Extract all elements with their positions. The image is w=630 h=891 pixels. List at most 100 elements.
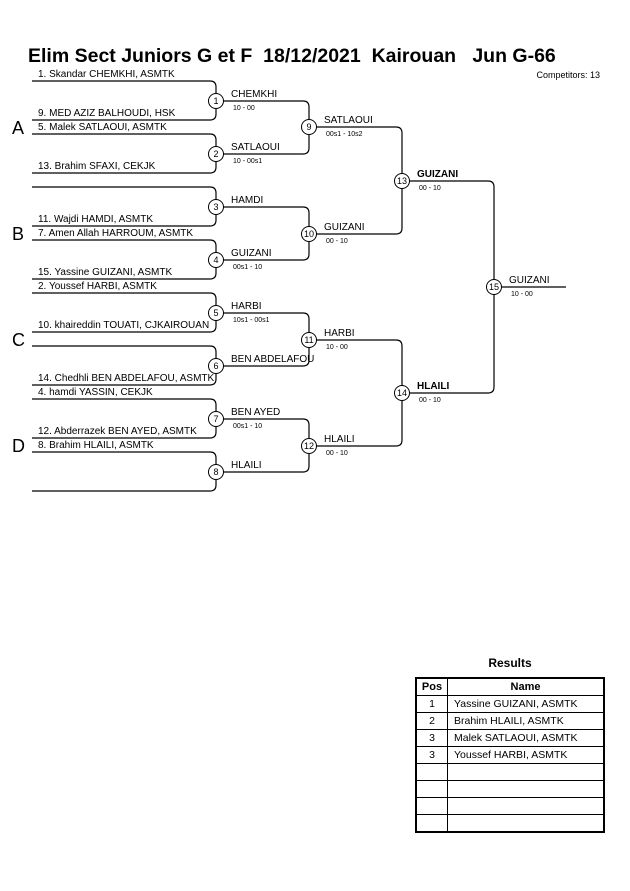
competitor-name: 13. Brahim SFAXI, CEKJK (38, 161, 156, 172)
pool-label: D (12, 436, 25, 456)
match-number-circle (301, 119, 317, 135)
match-number-circle (394, 173, 410, 189)
match-winner: GUIZANI (231, 248, 272, 259)
competitor-name: 15. Yassine GUIZANI, ASMTK (38, 267, 172, 278)
match-number-circle (301, 438, 317, 454)
match-winner: HARBI (231, 301, 262, 312)
match-number-circle (208, 358, 224, 374)
result-position (415, 797, 448, 815)
result-position (415, 780, 448, 798)
bracket-line (309, 126, 403, 235)
match-number: 12 (304, 441, 314, 451)
result-position (415, 763, 448, 781)
match-number-circle (301, 332, 317, 348)
competitor-name: 7. Amen Allah HARROUM, ASMTK (38, 228, 193, 239)
match-number: 7 (213, 414, 218, 424)
competitor-name: 10. khaireddin TOUATI, CJKAIROUAN (38, 320, 209, 331)
match-winner: SATLAOUI (324, 115, 373, 126)
competitor-name: 8. Brahim HLAILI, ASMTK (38, 440, 154, 451)
result-name (447, 797, 605, 815)
match-number-circle (208, 464, 224, 480)
competitor-count: Competitors: 13 (536, 70, 600, 80)
match-score: 00 - 10 (419, 397, 441, 404)
match-number: 8 (213, 467, 218, 477)
result-position: 2 (415, 712, 448, 730)
match-number: 10 (304, 229, 314, 239)
match-winner: HARBI (324, 328, 355, 339)
match-score: 10s1 - 00s1 (233, 317, 270, 324)
pos-column-header: Pos (415, 677, 448, 696)
match-score: 00 - 10 (419, 185, 441, 192)
result-name (447, 814, 605, 833)
match-winner: HLAILI (417, 381, 449, 392)
match-number: 14 (397, 388, 407, 398)
match-number: 4 (213, 255, 218, 265)
page-title: Elim Sect Juniors G et F 18/12/2021 Kair… (28, 45, 556, 67)
result-name: Yassine GUIZANI, ASMTK (447, 695, 605, 713)
match-number: 11 (304, 335, 313, 345)
match-winner: GUIZANI (324, 222, 365, 233)
match-number-circle (208, 411, 224, 427)
match-winner: GUIZANI (417, 169, 458, 180)
match-number-circle (301, 226, 317, 242)
table-row (415, 814, 605, 833)
result-name (447, 780, 605, 798)
match-number: 5 (213, 308, 218, 318)
pool-label: C (12, 330, 25, 350)
match-number: 3 (213, 202, 218, 212)
bracket-line (32, 451, 217, 492)
match-score: 00s1 - 10 (233, 423, 262, 430)
match-number-circle (486, 279, 502, 295)
table-row (415, 763, 605, 781)
match-number: 2 (213, 149, 218, 159)
match-number-circle (208, 252, 224, 268)
match-number: 13 (397, 176, 407, 186)
table-row (415, 797, 605, 815)
result-position: 3 (415, 746, 448, 764)
competitor-name: 12. Abderrazek BEN AYED, ASMTK (38, 426, 197, 437)
match-winner: CHEMKHI (231, 89, 277, 100)
match-number: 15 (489, 282, 499, 292)
match-winner: GUIZANI (509, 275, 550, 286)
match-score: 00s1 - 10s2 (326, 131, 363, 138)
match-number: 9 (306, 122, 311, 132)
pool-label: A (12, 118, 24, 138)
competitor-name: 4. hamdi YASSIN, CEKJK (38, 387, 153, 398)
result-name: Brahim HLAILI, ASMTK (447, 712, 605, 730)
match-winner: HLAILI (324, 434, 355, 445)
result-position: 1 (415, 695, 448, 713)
match-number-circle (394, 385, 410, 401)
results-title: Results (488, 656, 532, 670)
pool-label: B (12, 224, 24, 244)
match-number-circle (208, 93, 224, 109)
match-score: 10 - 00 (511, 291, 533, 298)
competitor-name: 5. Malek SATLAOUI, ASMTK (38, 122, 167, 133)
match-number: 6 (213, 361, 218, 371)
match-score: 00 - 10 (326, 238, 348, 245)
match-winner: SATLAOUI (231, 142, 280, 153)
match-number: 1 (213, 96, 218, 106)
competitor-name: 14. Chedhli BEN ABDELAFOU, ASMTK (38, 373, 215, 384)
result-name (447, 763, 605, 781)
result-position: 3 (415, 729, 448, 747)
bracket-line (402, 180, 495, 394)
competitor-name: 2. Youssef HARBI, ASMTK (38, 281, 157, 292)
match-score: 10 - 00 (326, 344, 348, 351)
match-winner: HLAILI (231, 460, 262, 471)
match-winner: BEN AYED (231, 407, 280, 418)
match-winner: HAMDI (231, 195, 263, 206)
competitor-name: 1. Skandar CHEMKHI, ASMTK (38, 69, 175, 80)
table-row (415, 780, 605, 798)
competitor-name: 9. MED AZIZ BALHOUDI, HSK (38, 108, 176, 119)
bracket-line (216, 418, 310, 473)
match-score: 00 - 10 (326, 450, 348, 457)
match-number-circle (208, 305, 224, 321)
match-number-circle (208, 199, 224, 215)
result-position (415, 814, 448, 833)
match-score: 00s1 - 10 (233, 264, 262, 271)
